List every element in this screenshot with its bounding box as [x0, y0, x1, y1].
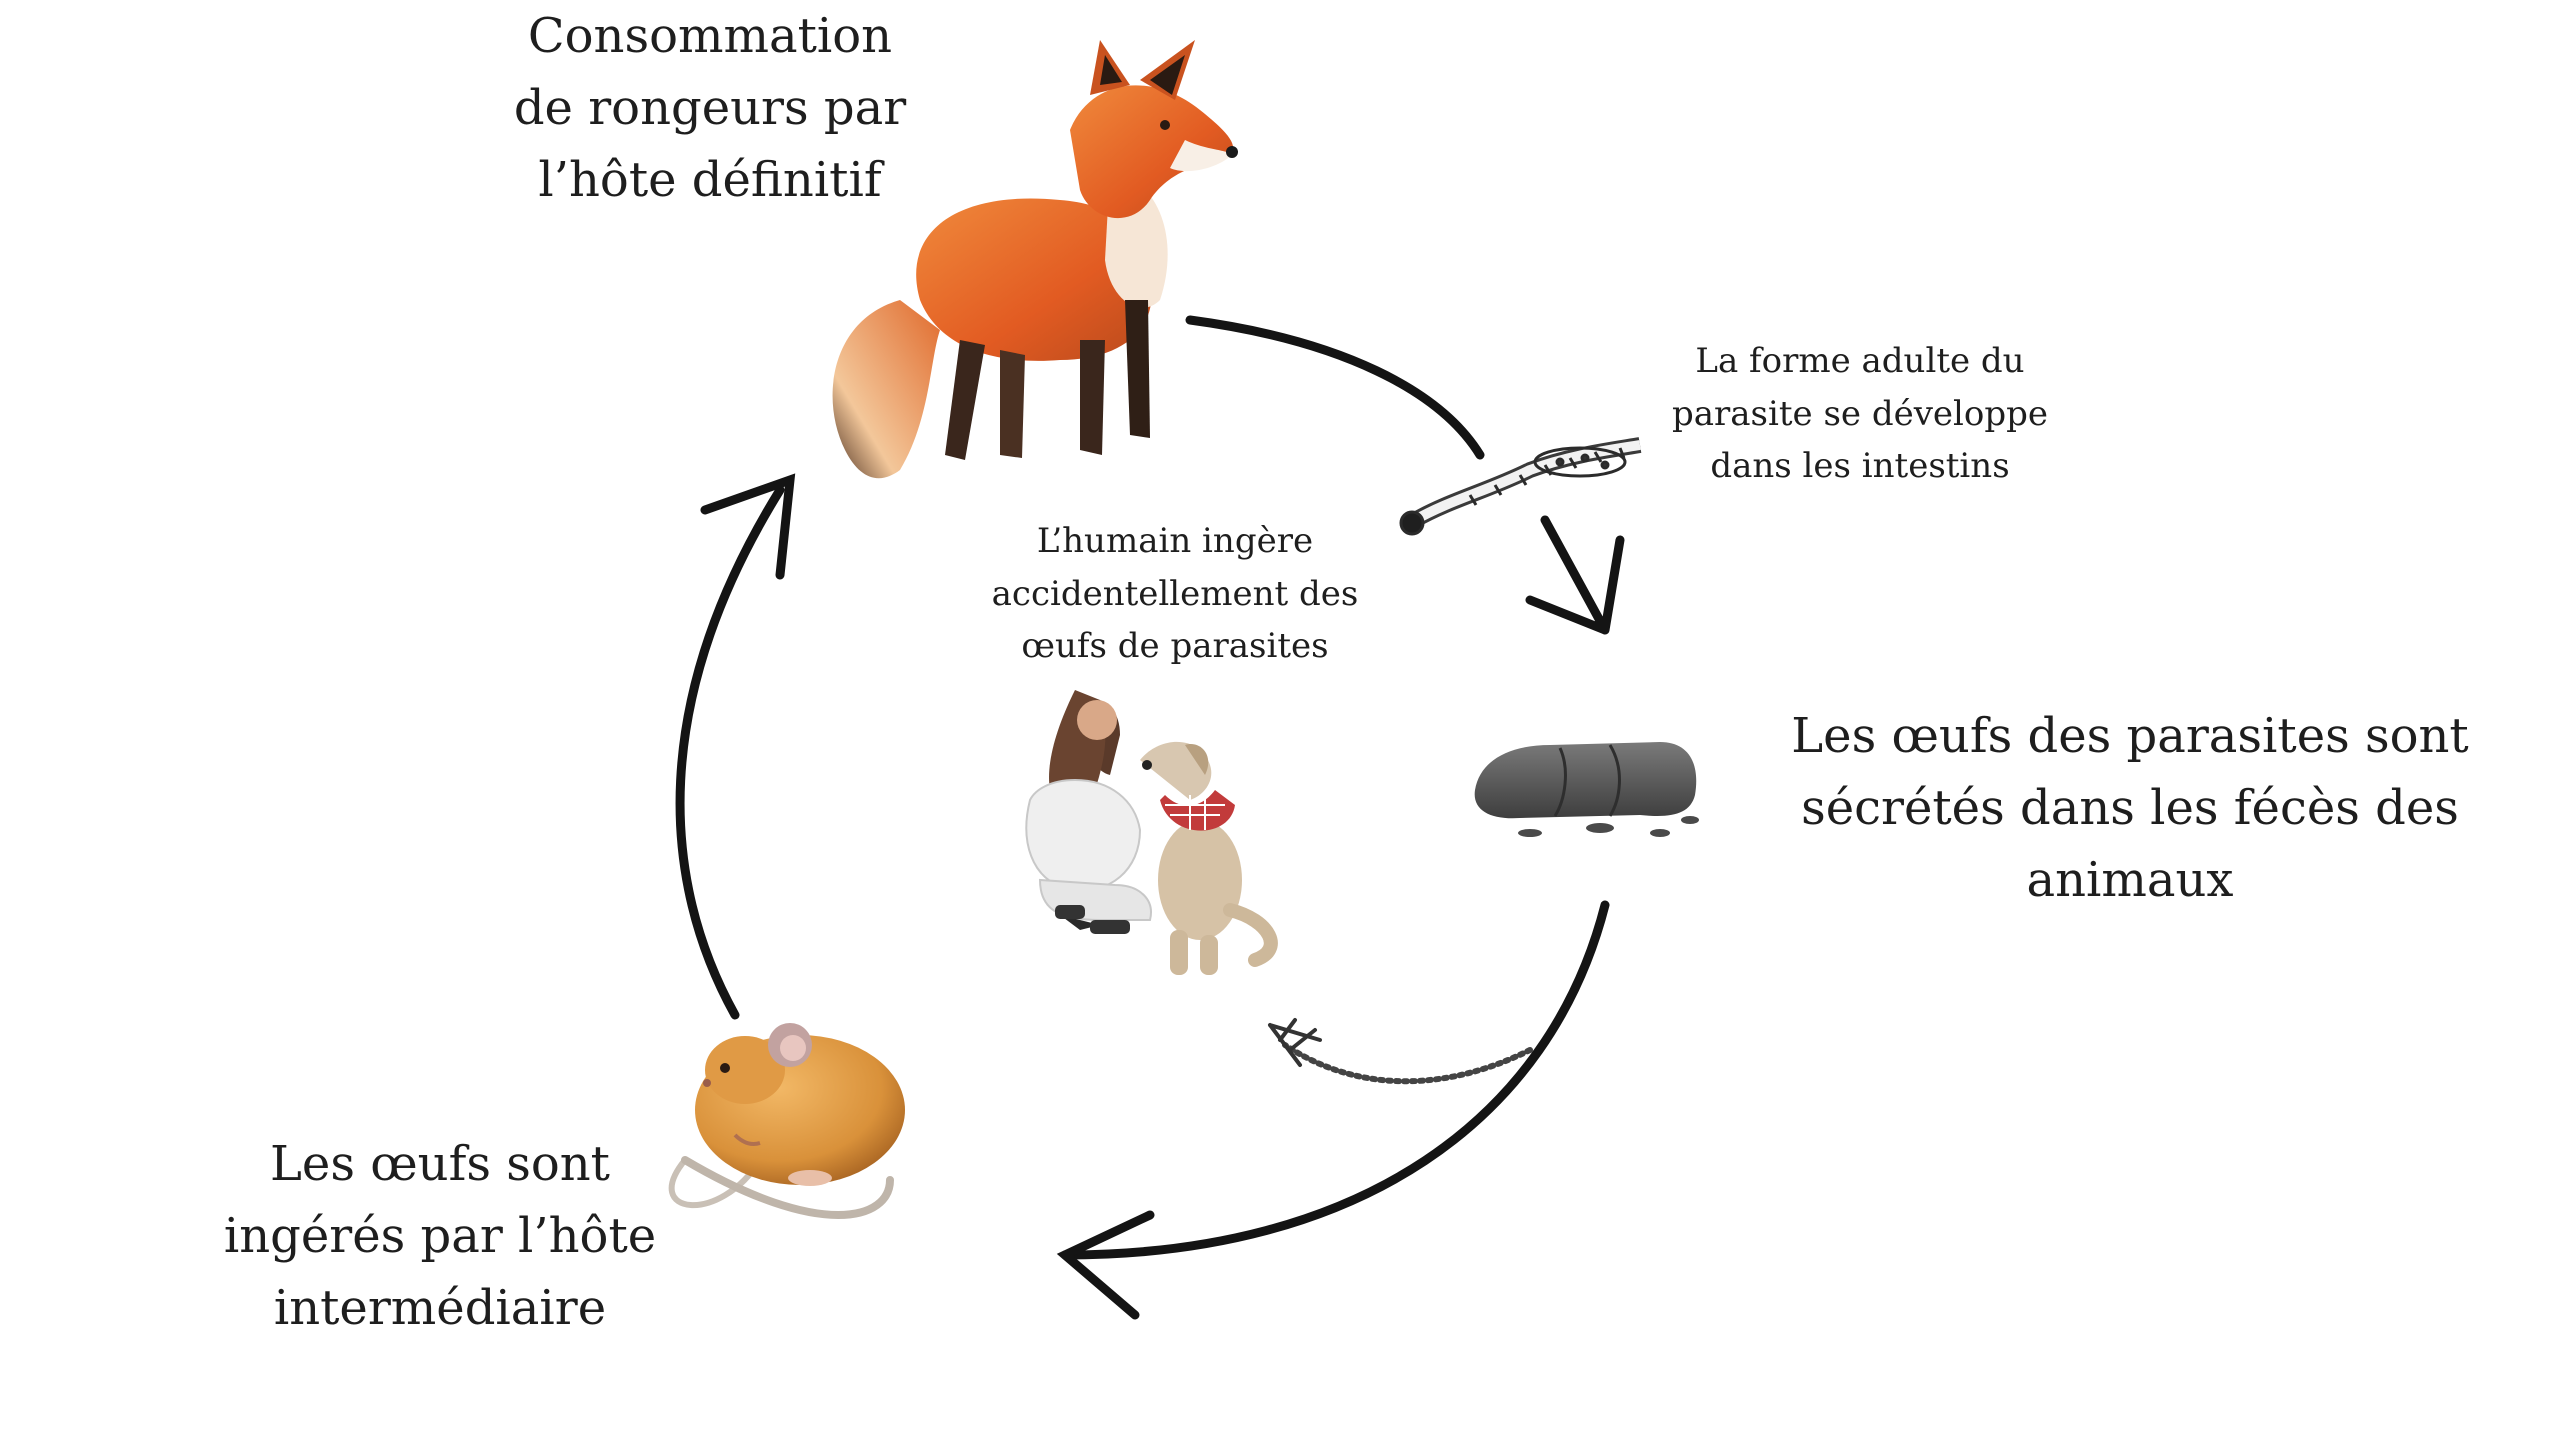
feces-icon — [1474, 742, 1699, 837]
label-fox-line-1: Consommation — [527, 8, 893, 64]
label-human-line-1: L’humain ingère — [1036, 521, 1314, 561]
arrow-fox-to-worm — [1185, 315, 1485, 460]
label-adult-line-3: dans les intestins — [1710, 446, 2010, 487]
arrow-feces-to-human — [1268, 1018, 1533, 1085]
tapeworm-icon — [1399, 437, 1642, 536]
label-mouse-line-1: Les œufs sont — [270, 1136, 610, 1192]
label-human-line-2: accidentellement des — [991, 573, 1359, 614]
label-adult-line-2: parasite se développe — [1671, 393, 2049, 434]
label-adult-parasite: La forme adulte du parasite se développe… — [1660, 335, 2060, 493]
label-fox-line-2: de rongeurs par — [513, 80, 907, 136]
label-eggs-line-2: sécrétés dans les fécès des — [1801, 780, 2459, 836]
arrow-worm-to-feces — [1525, 515, 1625, 635]
label-eggs-line-3: animaux — [2026, 852, 2234, 908]
label-mouse-line-3: intermédiaire — [273, 1280, 607, 1336]
human-with-dog-icon — [1025, 690, 1278, 975]
label-eggs-feces: Les œufs des parasites sont sécrétés dan… — [1790, 700, 2470, 916]
mouse-icon — [668, 1023, 905, 1219]
label-fox-line-3: l’hôte définitif — [538, 152, 882, 208]
label-mouse-line-2: ingérés par l’hôte — [223, 1208, 657, 1264]
label-eggs-line-1: Les œufs des parasites sont — [1791, 708, 2469, 764]
arrow-feces-to-mouse — [1060, 900, 1610, 1260]
arrow-head-mouse — [1056, 1210, 1155, 1320]
arrow-mouse-to-fox — [675, 485, 785, 1020]
fox-icon — [832, 40, 1238, 479]
label-human-ingestion: L’humain ingère accidentellement des œuf… — [975, 515, 1375, 673]
label-adult-line-1: La forme adulte du — [1695, 341, 2025, 381]
arrow-head-fox — [700, 473, 796, 580]
label-fox: Consommation de rongeurs par l’hôte défi… — [500, 0, 920, 216]
cycle-arrows — [675, 315, 1625, 1320]
label-human-line-3: œufs de parasites — [1021, 626, 1329, 667]
label-intermediate-host: Les œufs sont ingérés par l’hôte intermé… — [220, 1128, 660, 1344]
